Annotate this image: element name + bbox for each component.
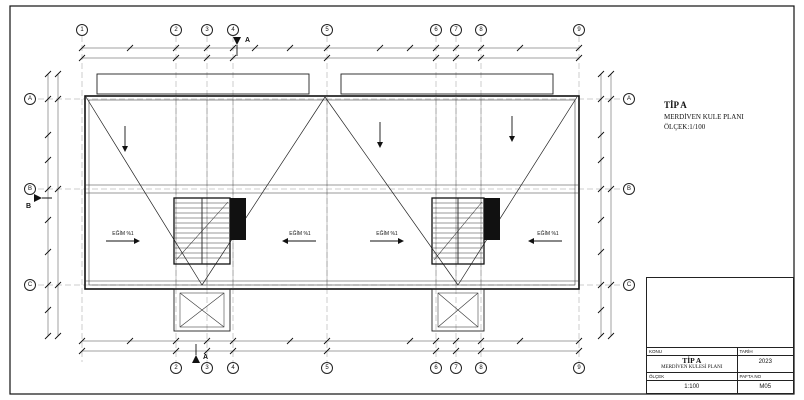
- dimension-ticks: [44, 44, 615, 355]
- konu-label: KONU: [649, 349, 663, 354]
- grid-axis-verticals: [81, 36, 580, 362]
- landing-right-diagonals: [437, 292, 479, 328]
- grid-bubble-right-c: C: [623, 279, 635, 291]
- sheet-border: [9, 5, 795, 395]
- shaft-left: [230, 198, 246, 240]
- slope-label-1: EĞİM %1: [112, 231, 134, 237]
- roof-diagonals: [85, 96, 578, 286]
- title-block-labels-row-2: ÖLÇEK PAFTA NO: [647, 372, 793, 380]
- title-block-main-row: TİP A MERDİVEN KULESİ PLANI 2023: [647, 355, 793, 372]
- section-marker-stubs: [42, 45, 238, 355]
- slope-arrows-vertical: [124, 116, 513, 146]
- landing-left-inner: [179, 292, 225, 328]
- parapet-left: [96, 73, 310, 95]
- grid-bubble-top-7: 7: [450, 24, 462, 36]
- interior-vertical-lines: [175, 96, 482, 289]
- grid-bubble-bottom-4: 4: [227, 362, 239, 374]
- stair-treads: [175, 202, 483, 259]
- tarih-label: TARİH: [739, 349, 753, 354]
- grid-bubble-bottom-3: 3: [201, 362, 213, 374]
- pafta-value: M05: [759, 384, 772, 390]
- tarih-value: 2023: [758, 359, 772, 365]
- olcek-value: 1:100: [684, 384, 700, 390]
- section-marker-top-label: A: [245, 37, 251, 44]
- grid-bubble-bottom-6: 6: [430, 362, 442, 374]
- section-marker-left-label: B: [26, 203, 32, 210]
- interior-horizontal-lines: [85, 184, 579, 282]
- section-marker-flags: [34, 37, 241, 363]
- title-block-values-row: 1:100 M05: [647, 380, 793, 393]
- title-block-labels-row-1: KONU TARİH: [647, 347, 793, 355]
- grid-bubble-bottom-9: 9: [573, 362, 585, 374]
- pafta-label: PAFTA NO: [739, 374, 762, 379]
- grid-bubble-left-c: C: [24, 279, 36, 291]
- landing-right: [431, 288, 485, 332]
- grid-bubble-bottom-7: 7: [450, 362, 462, 374]
- stair-cut-lines: [175, 201, 483, 261]
- grid-axis-horizontals: [38, 98, 622, 286]
- grid-bubble-bottom-2: 2: [170, 362, 182, 374]
- grid-bubble-top-3: 3: [201, 24, 213, 36]
- olcek-label: ÖLÇEK: [649, 374, 665, 379]
- building-outline-inner: [88, 99, 576, 286]
- grid-bubble-top-8: 8: [475, 24, 487, 36]
- grid-bubble-top-5: 5: [321, 24, 333, 36]
- plan-annotation: TİP A MERDİVEN KULE PLANI ÖLÇEK:1/100: [664, 100, 744, 133]
- landing-right-inner: [437, 292, 479, 328]
- section-marker-bottom-label: A: [203, 354, 209, 361]
- title-block: KONU TARİH TİP A MERDİVEN KULESİ PLANI 2…: [646, 277, 794, 394]
- slope-label-3: EĞİM %1: [376, 231, 398, 237]
- title-block-subtitle: MERDİVEN KULESİ PLANI: [661, 365, 723, 370]
- annotation-title: TİP A: [664, 100, 687, 110]
- grid-bubble-bottom-5: 5: [321, 362, 333, 374]
- grid-bubble-right-b: B: [623, 183, 635, 195]
- slope-label-4: EĞİM %1: [537, 231, 559, 237]
- grid-bubble-right-a: A: [623, 93, 635, 105]
- landing-left-diagonals: [179, 292, 225, 328]
- dimension-lines: [47, 47, 612, 352]
- annotation-subtitle: MERDİVEN KULE PLANI: [664, 113, 744, 121]
- grid-bubble-top-2: 2: [170, 24, 182, 36]
- grid-bubble-top-9: 9: [573, 24, 585, 36]
- grid-bubble-bottom-8: 8: [475, 362, 487, 374]
- shaft-right: [484, 198, 500, 240]
- grid-bubble-left-a: A: [24, 93, 36, 105]
- grid-bubble-left-b: B: [24, 183, 36, 195]
- building-outline: [84, 95, 580, 290]
- slope-label-2: EĞİM %1: [289, 231, 311, 237]
- title-block-logo-area: [647, 278, 793, 347]
- annotation-scale: ÖLÇEK:1/100: [664, 123, 706, 131]
- landing-left: [173, 288, 231, 332]
- title-block-title: TİP A: [682, 356, 702, 365]
- grid-bubble-top-6: 6: [430, 24, 442, 36]
- parapet-right: [340, 73, 554, 95]
- grid-bubble-top-1: 1: [76, 24, 88, 36]
- grid-bubble-top-4: 4: [227, 24, 239, 36]
